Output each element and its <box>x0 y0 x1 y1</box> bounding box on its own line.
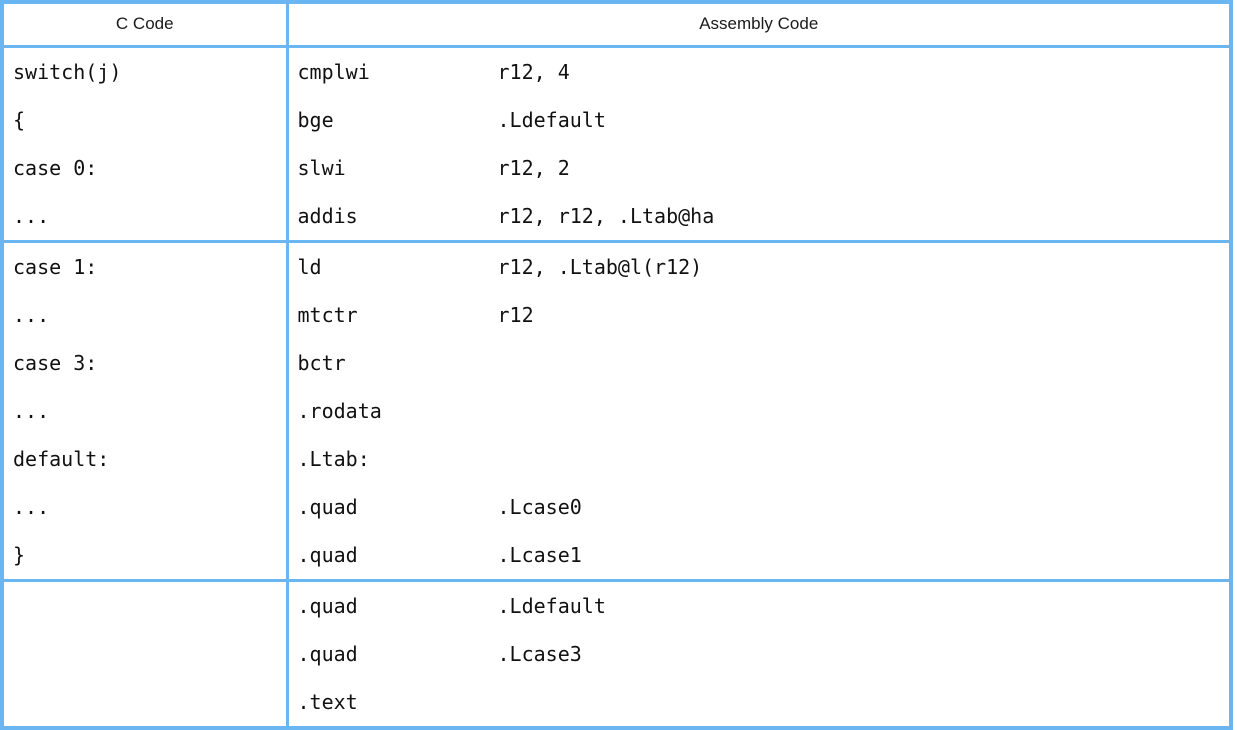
assembly-operand: r12, 2 <box>498 144 570 192</box>
table-group-3: .quad.Ldefault .quad.Lcase3 .text <box>2 581 1231 729</box>
assembly-line: .quad.Ldefault <box>289 582 1230 630</box>
assembly-code-lines-3: .quad.Ldefault .quad.Lcase3 .text <box>289 582 1230 726</box>
assembly-mnemonic: .Ltab: <box>298 435 498 483</box>
assembly-mnemonic: .quad <box>298 531 498 579</box>
assembly-line: .quad.Lcase3 <box>289 630 1230 678</box>
c-code-lines-2: case 1: ... case 3: ... default: ... } <box>4 243 286 579</box>
c-code-line: ... <box>4 483 286 531</box>
code-comparison-table-container: C Code Assembly Code switch(j) { case 0:… <box>0 0 1237 697</box>
c-code-line: case 1: <box>4 243 286 291</box>
assembly-operand: r12, .Ltab@l(r12) <box>498 243 703 291</box>
c-code-lines-1: switch(j) { case 0: ... <box>4 48 286 240</box>
assembly-code-lines-1: cmplwir12, 4 bge.Ldefault slwir12, 2 add… <box>289 48 1230 240</box>
table-group-1: switch(j) { case 0: ... cmplwir12, 4 bge… <box>2 47 1231 242</box>
assembly-line: .quad.Lcase0 <box>289 483 1230 531</box>
assembly-operand: .Ldefault <box>498 582 606 630</box>
c-code-line: { <box>4 96 286 144</box>
c-code-line: default: <box>4 435 286 483</box>
c-code-line: switch(j) <box>4 48 286 96</box>
assembly-line: bge.Ldefault <box>289 96 1230 144</box>
c-code-line: } <box>4 531 286 579</box>
table-row: case 1: ... case 3: ... default: ... } l… <box>2 242 1231 581</box>
assembly-code-lines-2: ldr12, .Ltab@l(r12) mtctrr12 bctr .rodat… <box>289 243 1230 579</box>
table-row: .quad.Ldefault .quad.Lcase3 .text <box>2 581 1231 729</box>
assembly-mnemonic: .quad <box>298 582 498 630</box>
assembly-mnemonic: addis <box>298 192 498 240</box>
assembly-mnemonic: mtctr <box>298 291 498 339</box>
assembly-operand: .Lcase0 <box>498 483 582 531</box>
assembly-line: .quad.Lcase1 <box>289 531 1230 579</box>
assembly-line: .text <box>289 678 1230 726</box>
assembly-mnemonic: bctr <box>298 339 498 387</box>
assembly-operand: r12 <box>498 291 534 339</box>
assembly-operand: r12, 4 <box>498 48 570 96</box>
c-code-line: case 3: <box>4 339 286 387</box>
assembly-code-cell-1: cmplwir12, 4 bge.Ldefault slwir12, 2 add… <box>287 47 1231 242</box>
c-code-line: ... <box>4 387 286 435</box>
assembly-line: addisr12, r12, .Ltab@ha <box>289 192 1230 240</box>
assembly-code-cell-2: ldr12, .Ltab@l(r12) mtctrr12 bctr .rodat… <box>287 242 1231 581</box>
assembly-code-cell-3: .quad.Ldefault .quad.Lcase3 .text <box>287 581 1231 729</box>
assembly-mnemonic: ld <box>298 243 498 291</box>
column-header-c-code: C Code <box>2 2 287 47</box>
assembly-operand: .Lcase1 <box>498 531 582 579</box>
assembly-operand: r12, r12, .Ltab@ha <box>498 192 715 240</box>
assembly-line: .rodata <box>289 387 1230 435</box>
assembly-mnemonic: slwi <box>298 144 498 192</box>
assembly-mnemonic: cmplwi <box>298 48 498 96</box>
assembly-mnemonic: .text <box>298 678 498 726</box>
assembly-mnemonic: bge <box>298 96 498 144</box>
c-code-cell-2: case 1: ... case 3: ... default: ... } <box>2 242 287 581</box>
assembly-line: slwir12, 2 <box>289 144 1230 192</box>
header-row: C Code Assembly Code <box>2 2 1231 47</box>
c-code-line: case 0: <box>4 144 286 192</box>
assembly-mnemonic: .quad <box>298 630 498 678</box>
assembly-line: cmplwir12, 4 <box>289 48 1230 96</box>
assembly-operand: .Lcase3 <box>498 630 582 678</box>
assembly-line: ldr12, .Ltab@l(r12) <box>289 243 1230 291</box>
c-code-line: ... <box>4 192 286 240</box>
c-code-line: ... <box>4 291 286 339</box>
assembly-line: mtctrr12 <box>289 291 1230 339</box>
assembly-line: .Ltab: <box>289 435 1230 483</box>
column-header-assembly-code: Assembly Code <box>287 2 1231 47</box>
table-header: C Code Assembly Code <box>2 2 1231 47</box>
assembly-mnemonic: .rodata <box>298 387 498 435</box>
table-row: switch(j) { case 0: ... cmplwir12, 4 bge… <box>2 47 1231 242</box>
c-code-cell-3 <box>2 581 287 729</box>
table-group-2: case 1: ... case 3: ... default: ... } l… <box>2 242 1231 581</box>
assembly-line: bctr <box>289 339 1230 387</box>
assembly-operand: .Ldefault <box>498 96 606 144</box>
c-code-cell-1: switch(j) { case 0: ... <box>2 47 287 242</box>
assembly-mnemonic: .quad <box>298 483 498 531</box>
